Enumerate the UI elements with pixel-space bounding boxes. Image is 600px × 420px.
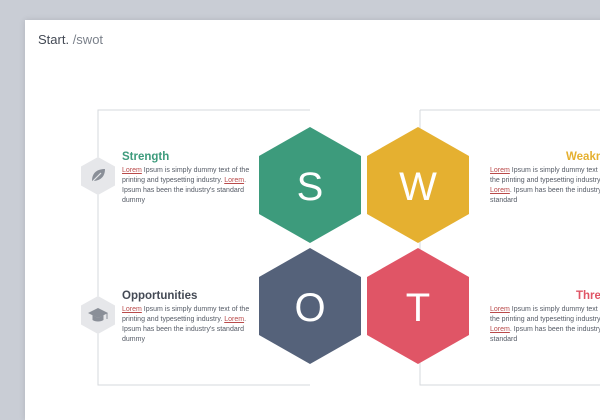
lorem-link[interactable]: Lorem (490, 306, 510, 313)
weakness-description: Lorem Ipsum is simply dummy text of the … (490, 167, 600, 204)
hex-letter-o: O (294, 286, 325, 330)
threats-description: Lorem Ipsum is simply dummy text of the … (490, 306, 600, 343)
threats-block: Thre Lorem Ipsum is simply dummy text of… (490, 290, 600, 345)
hex-letter-s: S (297, 165, 324, 209)
hex-letter-t: T (406, 286, 430, 330)
breadcrumb: /swot (69, 32, 104, 47)
brand-label: Start. (38, 32, 70, 47)
lorem-link[interactable]: Lorem (224, 316, 245, 323)
lorem-link[interactable]: Lorem (490, 167, 510, 174)
threats-title: Thre (576, 290, 600, 302)
hex-letter-w: W (399, 165, 437, 209)
hex-opportunities: O (259, 248, 361, 364)
graduation-cap-icon (88, 308, 108, 322)
page-title: Start. /swot (38, 32, 103, 47)
opportunities-block: Opportunities Lorem Ipsum is simply dumm… (122, 290, 252, 345)
hex-strength: S (259, 127, 361, 243)
weakness-block: Weakne Lorem Ipsum is simply dummy text … (490, 151, 600, 206)
lorem-link[interactable]: Lorem (122, 167, 142, 174)
opportunities-title: Opportunities (122, 290, 198, 302)
strength-title: Strength (122, 151, 170, 163)
lorem-link[interactable]: Lorem (224, 177, 245, 184)
strength-block: Strength Lorem Ipsum is simply dummy tex… (122, 151, 252, 206)
leaf-icon (91, 169, 105, 183)
opportunities-description: Lorem Ipsum is simply dummy text of the … (122, 306, 250, 343)
opportunities-badge (81, 296, 115, 334)
swot-hexagons: S W O T (259, 127, 469, 364)
lorem-link[interactable]: Lorem (490, 326, 510, 333)
connector-left (97, 109, 310, 386)
weakness-title: Weakne (566, 151, 600, 163)
lorem-link[interactable]: Lorem (122, 306, 142, 313)
strength-badge (81, 157, 115, 195)
hex-threats: T (367, 248, 469, 364)
lorem-link[interactable]: Lorem (490, 187, 510, 194)
strength-description: Lorem Ipsum is simply dummy text of the … (122, 167, 250, 204)
hex-weakness: W (367, 127, 469, 243)
